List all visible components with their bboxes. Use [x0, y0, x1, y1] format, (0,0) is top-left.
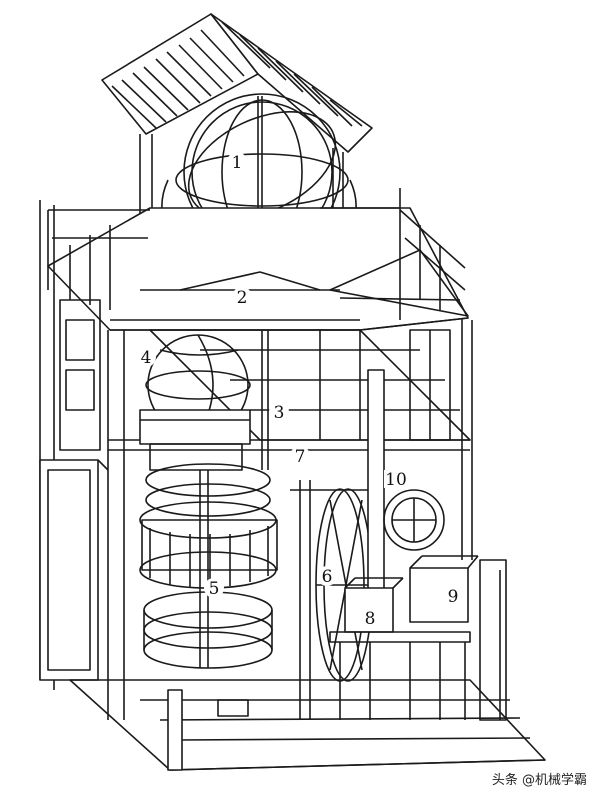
watermark: 头条 @机械学霸: [492, 769, 587, 788]
label-3: 3: [274, 403, 285, 423]
ground-platform: [69, 679, 546, 771]
celestial-globe: [139, 334, 251, 471]
part-labels: 1 2 3 4 5 6 7 8 9 10: [136, 152, 458, 629]
label-8: 8: [365, 609, 376, 629]
watermark-text: 头条 @机械学霸: [491, 773, 587, 788]
upper-deck: [47, 188, 469, 331]
time-keeping-wheels: [139, 463, 278, 669]
transmission-shaft: [261, 330, 269, 470]
water-tanks: [329, 555, 507, 721]
label-5: 5: [209, 579, 220, 599]
label-4: 4: [141, 348, 152, 368]
label-7: 7: [295, 447, 306, 467]
label-1: 1: [232, 153, 243, 173]
label-6: 6: [322, 567, 333, 587]
label-9: 9: [448, 587, 459, 607]
label-10: 10: [385, 470, 407, 490]
tower-frame: [39, 200, 473, 720]
label-2: 2: [237, 288, 248, 308]
